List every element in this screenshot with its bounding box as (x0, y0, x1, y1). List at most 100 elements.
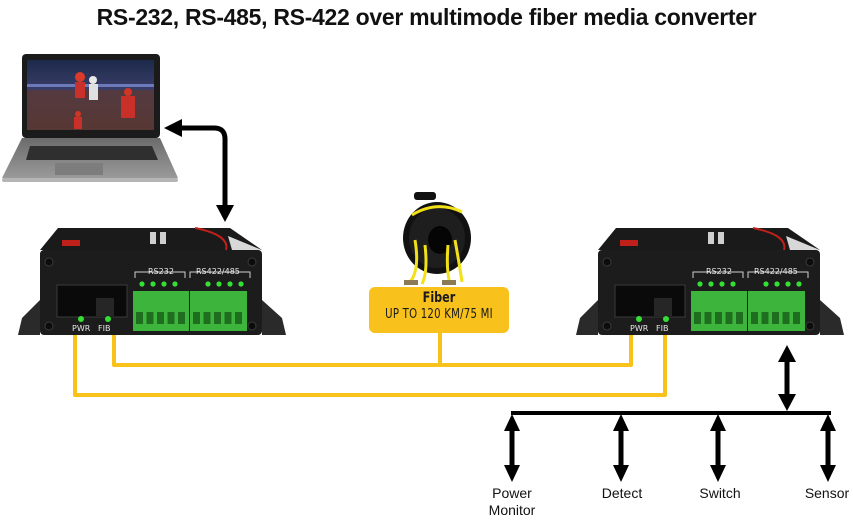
mounting-flange (576, 300, 598, 335)
device-sticker (718, 232, 724, 244)
port-led (719, 281, 725, 287)
fiber-line-inner (112, 310, 633, 367)
port-led (150, 281, 156, 287)
diagram-title: RS-232, RS-485, RS-422 over multimode fi… (96, 4, 757, 30)
fib-led (105, 316, 111, 322)
port-led (763, 281, 769, 287)
rs422-485-label: RS422/485 (196, 267, 240, 276)
device-accent-stripe (752, 227, 786, 251)
terminal-slot (214, 312, 221, 324)
device-label-corner (786, 236, 820, 250)
rs232-label: RS232 (706, 267, 732, 276)
fiber-port-connector (654, 298, 672, 316)
rs232-bracket (692, 271, 744, 278)
terminal-slot (725, 312, 733, 324)
terminal-slot (136, 312, 143, 324)
terminal-slot (736, 312, 743, 324)
port-led (139, 281, 145, 287)
rs232-bracket (134, 271, 186, 278)
terminal-slot (793, 312, 800, 324)
port-led (216, 281, 222, 287)
terminal-slot (772, 312, 779, 324)
pwr-led (636, 316, 642, 322)
device-sticker (708, 232, 714, 244)
terminal-slot (694, 312, 701, 324)
screw-icon (44, 321, 54, 331)
terminal-slot (235, 312, 242, 324)
device-accent-stripe (194, 227, 228, 251)
fiber-distance-label: Fiber UP TO 120 KM/75 MI (369, 287, 509, 333)
rs232-terminal-block (133, 291, 189, 331)
terminal-slot (203, 312, 211, 324)
pwr-led-label: PWR (630, 324, 649, 333)
terminal-slot (157, 312, 164, 324)
port-led (730, 281, 736, 287)
screw-icon (602, 257, 612, 267)
terminal-slot (193, 312, 200, 324)
rs232-label: RS232 (148, 267, 174, 276)
brand-logo-icon (620, 240, 638, 246)
port-led (785, 281, 791, 287)
bus-endpoint-arrow (820, 414, 836, 482)
terminal-slot (224, 312, 232, 324)
brand-logo-icon (62, 240, 80, 246)
terminal-slot (167, 312, 175, 324)
port-led (205, 281, 211, 287)
bus-endpoint-switch: Switch (699, 485, 741, 501)
fiber-reel-icon (403, 192, 471, 285)
screw-icon (44, 257, 54, 267)
terminal-slot (751, 312, 758, 324)
terminal-slot (782, 312, 790, 324)
fib-led-label: FIB (656, 324, 668, 333)
device-sticker (160, 232, 166, 244)
port-led (774, 281, 780, 287)
rs422-terminal-block (190, 291, 247, 331)
rs422-bracket (189, 271, 251, 278)
bus-endpoint-sensor: Sensor (804, 485, 850, 501)
fiber-port (614, 284, 686, 318)
left-media-converter: PWR FIB RS232 RS422/485 (18, 227, 286, 335)
fiber-link-lines (73, 310, 667, 397)
terminal-slot (715, 312, 722, 324)
terminal-slot (178, 312, 185, 324)
laptop-link-arrow (164, 119, 234, 222)
screw-icon (247, 257, 257, 267)
device-sticker (150, 232, 156, 244)
fiber-port-connector (96, 298, 114, 316)
port-led (227, 281, 233, 287)
pwr-led-label: PWR (72, 324, 91, 333)
rs422-terminal-block (748, 291, 805, 331)
bus-endpoint-detect: Detect (601, 485, 643, 501)
fiber-label-subtitle: UP TO 120 KM/75 MI (385, 307, 493, 322)
mounting-flange (262, 300, 286, 335)
rs422-485-label: RS422/485 (754, 267, 798, 276)
rs422-bracket (747, 271, 809, 278)
terminal-slot (761, 312, 769, 324)
device-label-corner (228, 236, 262, 250)
bus-endpoint-arrow (710, 414, 726, 482)
fib-led (663, 316, 669, 322)
terminal-slot (146, 312, 154, 324)
port-led (238, 281, 244, 287)
screw-icon (602, 321, 612, 331)
right-media-converter: PWR FIB RS232 RS422/485 (576, 227, 844, 335)
port-led (172, 281, 178, 287)
fiber-label-title: Fiber (422, 290, 456, 306)
port-led (796, 281, 802, 287)
terminal-slot (704, 312, 712, 324)
screw-icon (805, 321, 815, 331)
laptop-icon (2, 54, 178, 182)
mounting-flange (18, 300, 40, 335)
fiber-port (56, 284, 128, 318)
port-led (697, 281, 703, 287)
screw-icon (805, 257, 815, 267)
port-led (161, 281, 167, 287)
bus-endpoint-arrow (613, 414, 629, 482)
pwr-led (78, 316, 84, 322)
fiber-line-outer (73, 315, 667, 397)
fib-led-label: FIB (98, 324, 110, 333)
port-led (708, 281, 714, 287)
device-bus-link-arrow (778, 345, 796, 411)
